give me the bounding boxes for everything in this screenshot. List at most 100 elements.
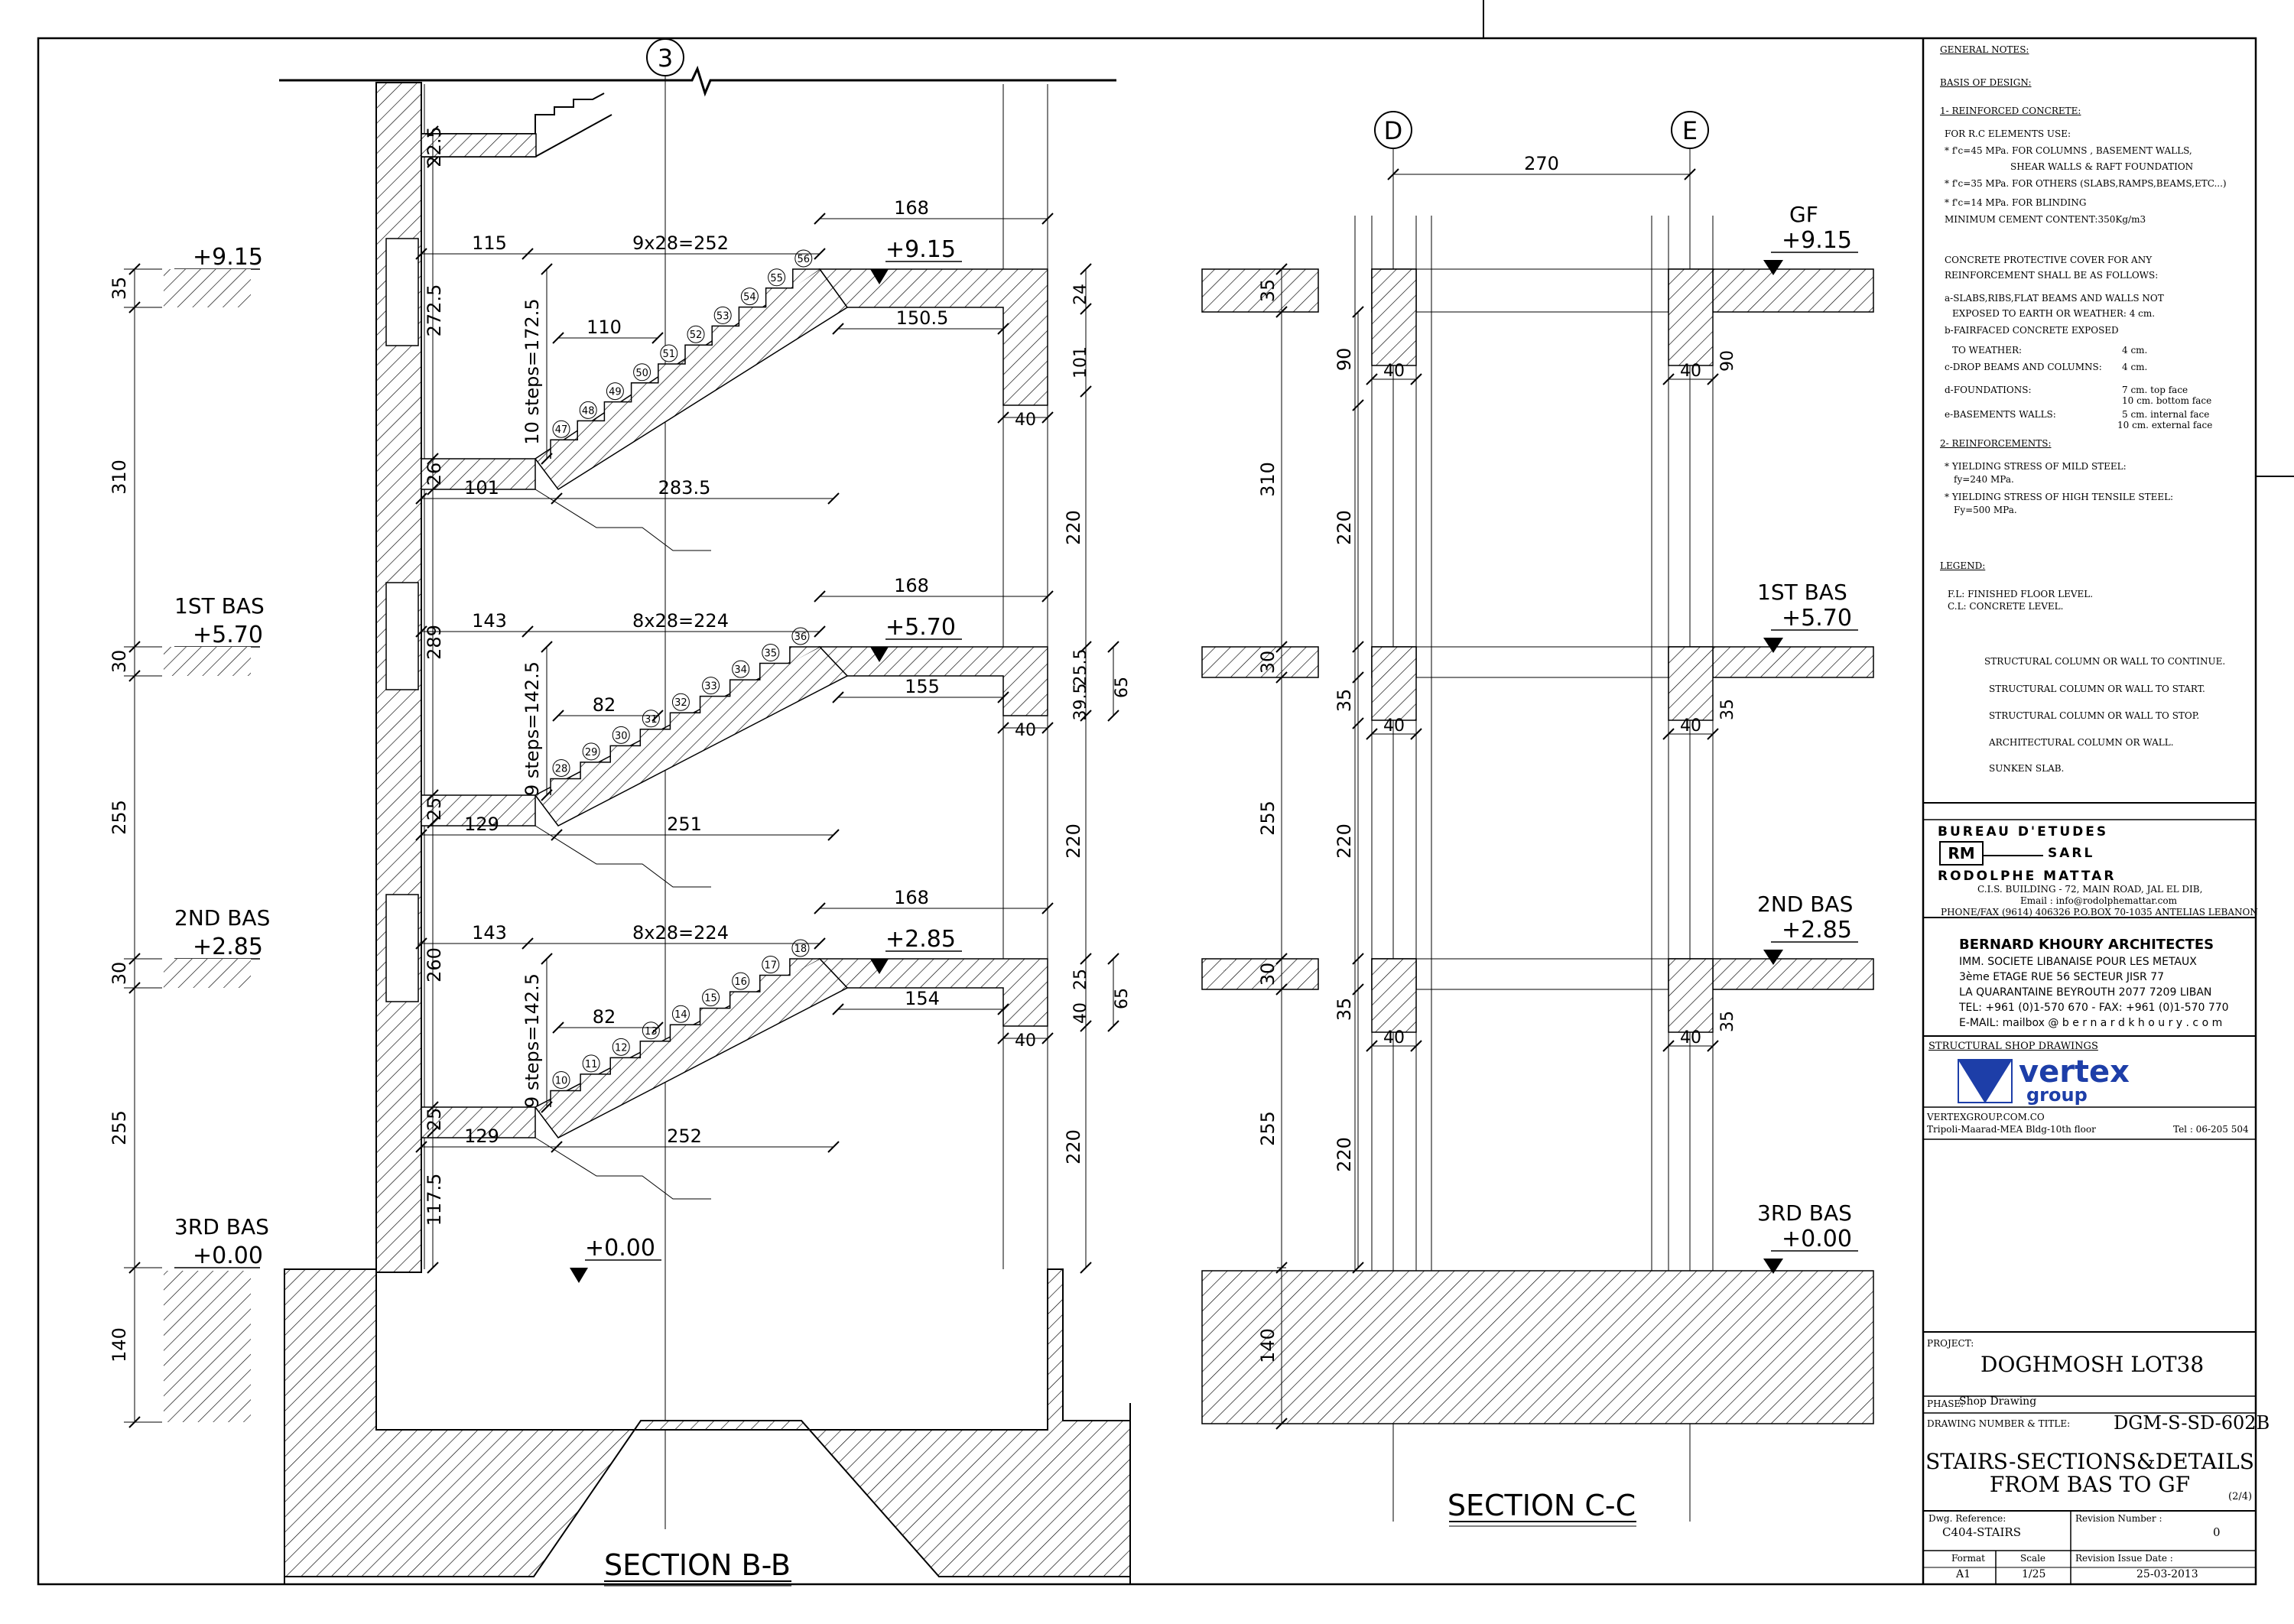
step-number-bubble <box>671 1005 690 1023</box>
beam-width-dimension: 40 <box>1015 721 1036 740</box>
dimension-label: 30 <box>109 650 130 674</box>
cover-line: TO WEATHER: <box>1952 345 2023 356</box>
legend-abbr: C.L: CONCRETE LEVEL. <box>1948 601 2064 612</box>
revision-date-label: Revision Issue Date : <box>2075 1553 2173 1564</box>
sheet-number: (2/4) <box>2228 1491 2253 1502</box>
step-number-bubble <box>606 382 624 401</box>
bottom-dimension: 101 <box>464 477 499 499</box>
wall-dimension: 22.5 <box>424 126 445 167</box>
run-dimension: 8x28=224 <box>632 922 729 944</box>
cc-left-dimension: 255 <box>1257 801 1279 836</box>
ground-stub <box>164 1271 251 1422</box>
step-number-bubble <box>732 972 750 990</box>
step-number: 47 <box>555 424 568 436</box>
cc-level-name: 1ST BAS <box>1757 580 1847 605</box>
stair-landing-above <box>421 133 537 158</box>
cc-slab-left <box>1201 268 1319 313</box>
cover-line: EXPOSED TO EARTH OR WEATHER: 4 cm. <box>1952 308 2156 319</box>
reinf-line: * YIELDING STRESS OF HIGH TENSILE STEEL: <box>1945 492 2174 502</box>
level-marker-icon <box>870 269 889 284</box>
step-number-bubble <box>671 693 690 711</box>
dimension-label: 310 <box>109 460 130 495</box>
level-value: +0.00 <box>193 1242 263 1269</box>
format-label: Format <box>1951 1553 1985 1564</box>
dimension-label: 140 <box>109 1327 130 1363</box>
step-number-bubble <box>768 268 786 287</box>
beam-depth-dimension: 40 <box>1071 1002 1090 1024</box>
slab-stub <box>164 269 251 307</box>
revision-number-label: Revision Number : <box>2075 1513 2162 1524</box>
rc-line: * f'c=35 MPa. FOR OTHERS (SLABS,RAMPS,BE… <box>1945 178 2227 189</box>
phase-value: Shop Drawing <box>1959 1395 2037 1408</box>
wall-dimension: 25 <box>424 797 445 821</box>
stair-below-outline <box>535 489 711 551</box>
beam-width-dimension: 40 <box>1015 1031 1036 1051</box>
top-landing-dimension: 168 <box>894 197 929 219</box>
axis-e-label: E <box>1682 116 1698 145</box>
step-number: 11 <box>585 1059 598 1070</box>
step-number-bubble <box>740 287 759 306</box>
step-number: 17 <box>765 960 778 972</box>
step-number-bubble <box>612 1038 630 1056</box>
step-number: 56 <box>798 254 811 265</box>
slab-dimension: 154 <box>905 988 940 1009</box>
step-number: 49 <box>609 387 622 398</box>
level-name: 2ND BAS <box>174 905 270 931</box>
beam-depth-dimension: 25.5 <box>1071 649 1090 687</box>
step-number-bubble <box>762 644 780 662</box>
rc-line: SHEAR WALLS & RAFT FOUNDATION <box>2010 161 2194 172</box>
level-marker-icon <box>1763 638 1783 653</box>
cover-line: b-FAIRFACED CONCRETE EXPOSED <box>1945 325 2119 336</box>
beam-total-dimension: 65 <box>1113 677 1132 698</box>
reinf-line: Fy=500 MPa. <box>1954 505 2017 515</box>
step-number-bubble <box>642 710 660 728</box>
stair-steps <box>550 646 820 795</box>
dimension-label: 30 <box>109 962 130 986</box>
cc-beam-depth: 35 <box>1718 699 1737 720</box>
step-number-bubble <box>687 325 705 343</box>
notes-heading: GENERAL NOTES: <box>1940 44 2029 55</box>
cc-inner-dimension: 220 <box>1334 1137 1355 1172</box>
cc-drop-beam-e <box>1668 268 1714 366</box>
bottom-dimension: 129 <box>464 1125 499 1147</box>
cc-level-value: +2.85 <box>1782 917 1852 944</box>
projection-dimension: 283.5 <box>658 477 711 499</box>
cover-line: a-SLABS,RIBS,FLAT BEAMS AND WALLS NOT <box>1945 293 2164 304</box>
step-number-bubble <box>552 758 570 777</box>
landing-dimension: 143 <box>472 922 507 944</box>
inner-dimension: 82 <box>593 1006 616 1028</box>
section-bb-title: SECTION B-B <box>604 1548 791 1582</box>
landing-dimension: 115 <box>472 232 507 254</box>
cc-inner-dimension: 35 <box>1334 998 1355 1021</box>
step-number-bubble <box>702 677 720 695</box>
cc-drop-beam-d <box>1371 268 1417 366</box>
cc-column-width: 40 <box>1680 1028 1701 1047</box>
step-number-bubble <box>582 1054 600 1073</box>
right-dimension: 220 <box>1063 1129 1084 1164</box>
stair-below-outline <box>535 1137 711 1200</box>
level-marker-icon <box>870 647 889 662</box>
cc-beam-depth: 90 <box>1718 350 1737 372</box>
step-number: 10 <box>555 1075 568 1086</box>
step-number: 18 <box>794 944 807 955</box>
general-notes: GENERAL NOTES: BASIS OF DESIGN: 1- REINF… <box>1940 44 2246 809</box>
axis-3-bubble <box>646 38 684 76</box>
shop-address: Tripoli-Maarad-MEA Bldg-10th floor <box>1927 1124 2096 1135</box>
project-name: DOGHMOSH LOT38 <box>1980 1352 2205 1377</box>
projection-dimension: 252 <box>667 1125 702 1147</box>
inner-dimension: 110 <box>586 317 622 338</box>
level-value: +9.15 <box>193 244 263 271</box>
level-marker-icon <box>570 1268 588 1283</box>
level-marker-icon <box>1763 950 1783 965</box>
project-label: PROJECT: <box>1927 1338 1974 1349</box>
rc-line: * f'c=14 MPa. FOR BLINDING <box>1945 197 2087 208</box>
level-name: 1ST BAS <box>174 593 265 619</box>
inner-level-value: +2.85 <box>885 926 956 953</box>
cc-inner-dimension: 220 <box>1334 510 1355 545</box>
bottom-dimension: 129 <box>464 814 499 835</box>
step-number: 52 <box>690 330 703 341</box>
cc-level-value: +9.15 <box>1782 227 1852 254</box>
wall-recess-2 <box>385 582 419 690</box>
